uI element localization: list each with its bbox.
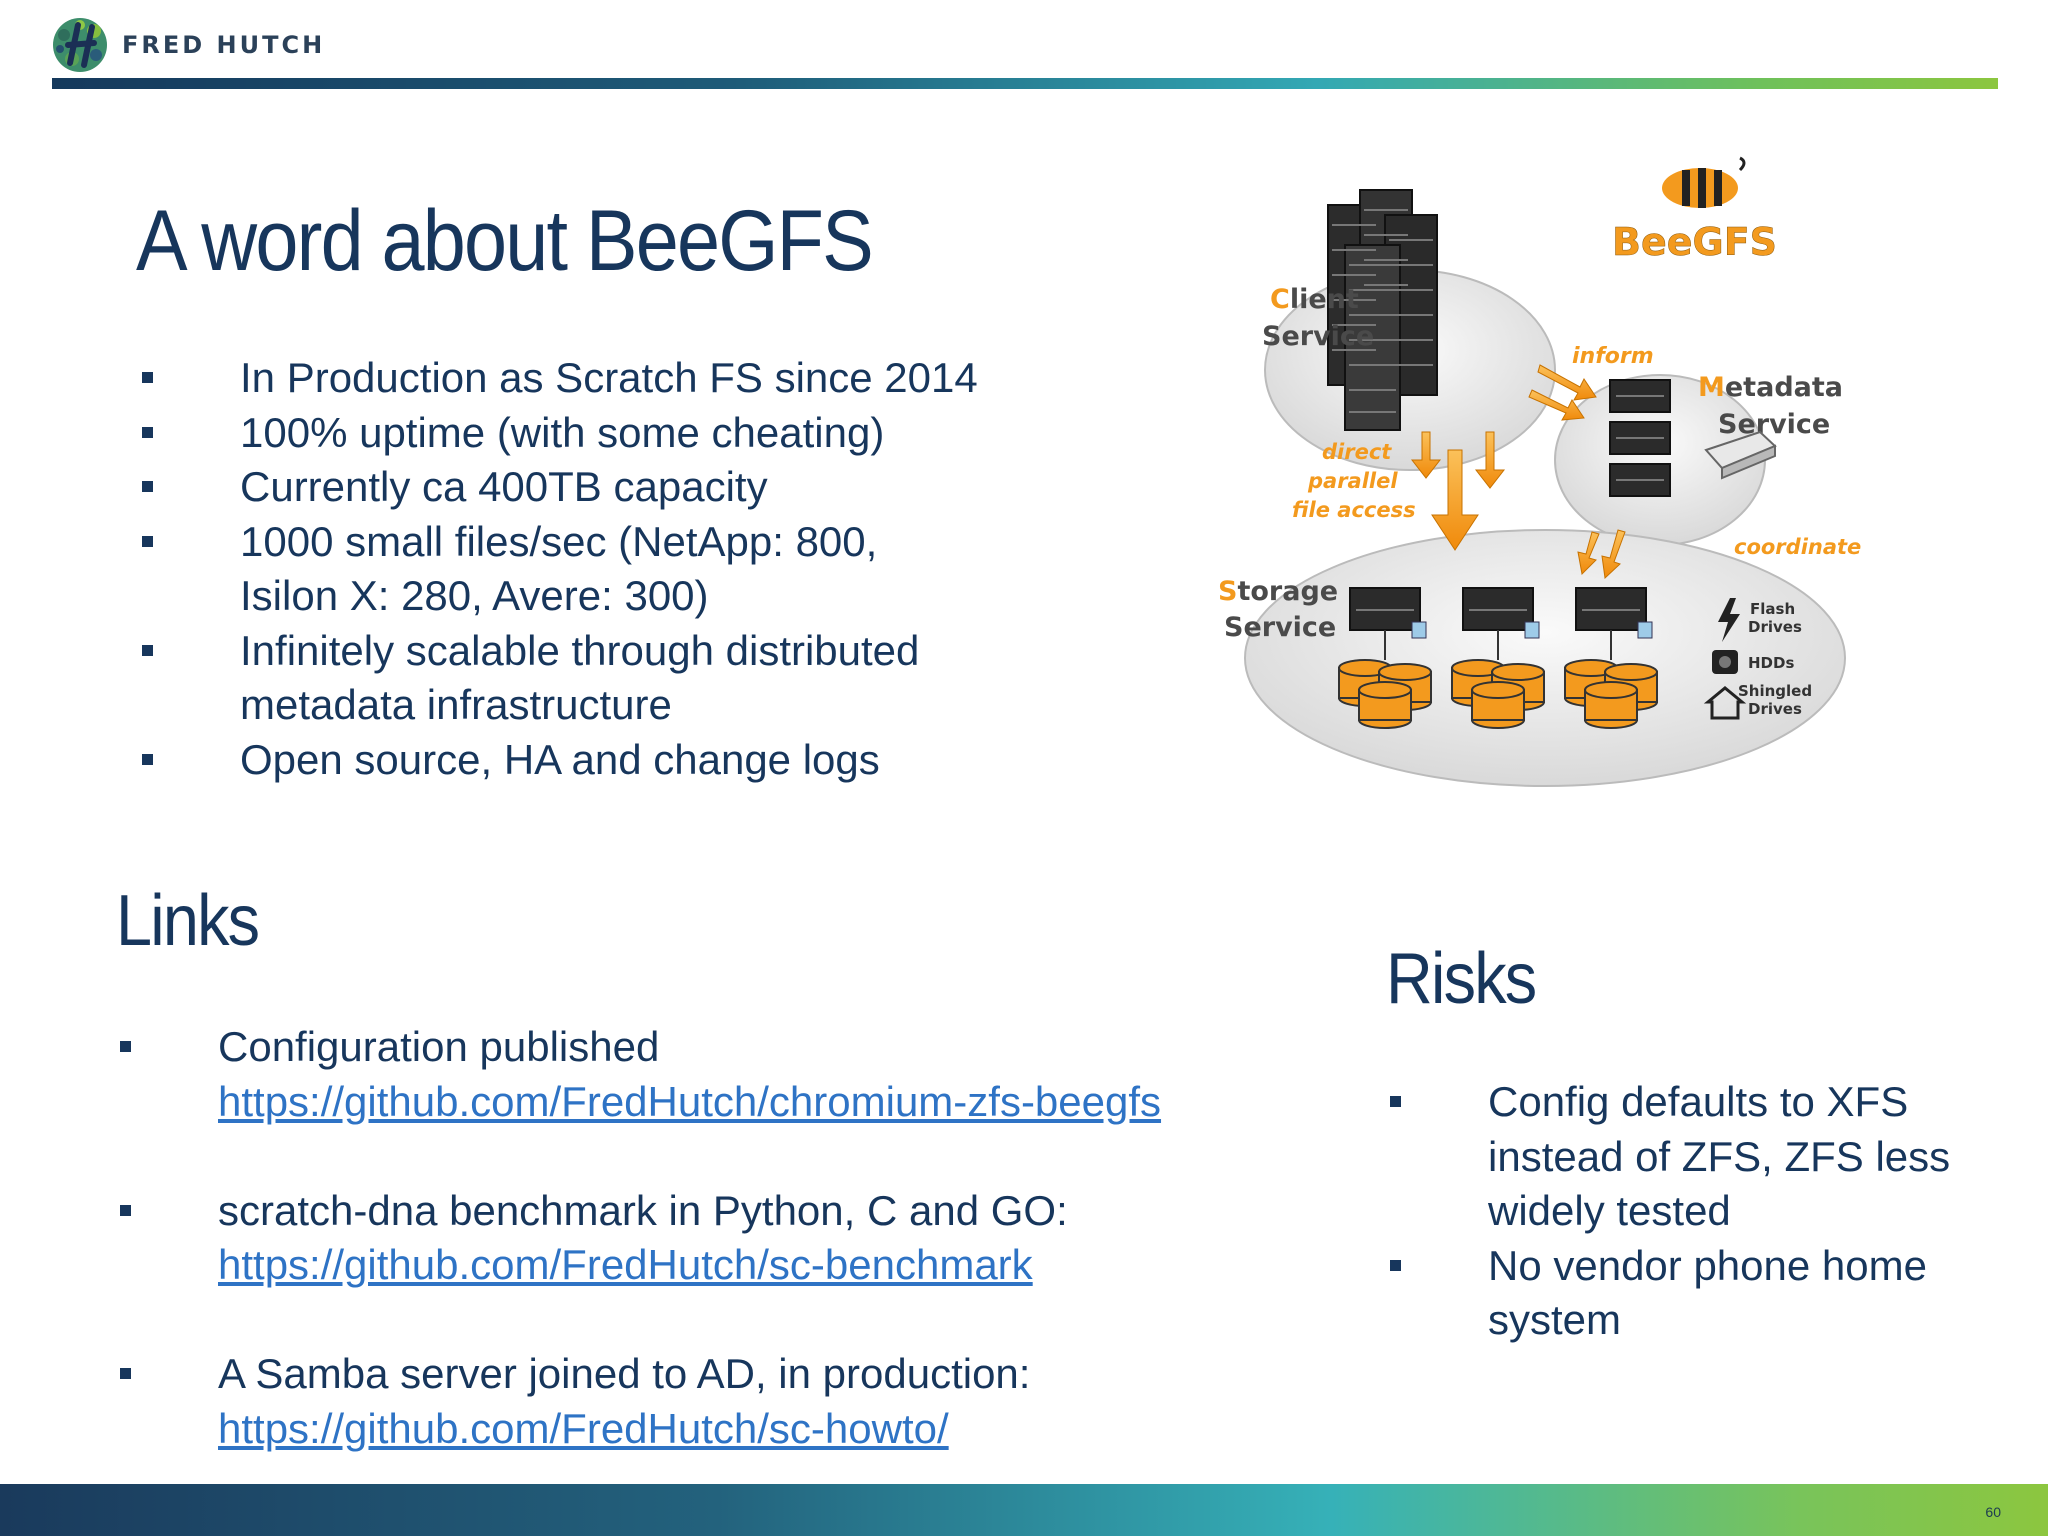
slide-title: A word about BeeGFS xyxy=(136,193,874,289)
storage-server-2 xyxy=(1451,587,1545,729)
beegfs-bee-icon xyxy=(1662,156,1746,208)
flash-drive-icon xyxy=(1718,598,1740,642)
shingled-drive-icon xyxy=(1703,686,1747,720)
link-chromium-zfs-beegfs[interactable]: https://github.com/FredHutch/chromium-zf… xyxy=(218,1077,1162,1125)
storage-server-3 xyxy=(1564,587,1658,729)
inform-arrow-1 xyxy=(1537,364,1597,401)
beegfs-brand-label: BeeGFS xyxy=(1612,220,1777,264)
flash-drives-label-line2: Drives xyxy=(1748,618,1802,636)
client-service-label: Client xyxy=(1270,284,1359,315)
feature-bullet: 1000 small files/sec (NetApp: 800, Isilo… xyxy=(142,515,880,624)
header-gradient-rule xyxy=(52,78,1998,89)
bullet-square-icon xyxy=(1390,1096,1401,1107)
link-item: scratch-dna benchmark in Python, C and G… xyxy=(120,1184,1320,1293)
link-sc-benchmark[interactable]: https://github.com/FredHutch/sc-benchmar… xyxy=(218,1241,1033,1288)
metadata-service-label-line2: Service xyxy=(1718,409,1830,440)
bullet-square-icon xyxy=(120,1368,131,1379)
direct-label: direct xyxy=(1322,440,1392,464)
link-item: A Samba server joined to AD, in producti… xyxy=(120,1347,1320,1456)
bullet-square-icon xyxy=(142,753,153,765)
storage-service-label: Storage xyxy=(1218,576,1338,607)
coordinate-label: coordinate xyxy=(1734,535,1861,559)
metadata-service-label: Metadata xyxy=(1698,372,1843,403)
bullet-square-icon xyxy=(120,1041,131,1052)
risk-item: No vendor phone home system xyxy=(1390,1239,1928,1348)
feature-bullet: Currently ca 400TB capacity xyxy=(142,460,1042,515)
inform-arrow-2 xyxy=(1528,389,1585,421)
risk-item: Config defaults to XFS instead of ZFS, Z… xyxy=(1390,1075,1988,1239)
flash-drives-label: Flash xyxy=(1750,600,1795,618)
metadata-servers xyxy=(1609,379,1777,497)
footer-gradient-bar xyxy=(0,1484,2048,1536)
feature-bullet: Open source, HA and change logs xyxy=(142,733,1042,788)
link-sc-howto[interactable]: https://github.com/FredHutch/sc-howto/ xyxy=(218,1404,949,1452)
coordinate-arrow-2 xyxy=(1601,529,1626,580)
beegfs-architecture-diagram: BeeGFS Client Service Metadata Service S… xyxy=(1218,156,1861,787)
hdds-label: HDDs xyxy=(1748,654,1794,672)
direct-arrow-right xyxy=(1474,431,1506,489)
bullet-square-icon xyxy=(120,1204,131,1216)
bullet-square-icon xyxy=(142,644,153,656)
bullet-square-icon xyxy=(142,535,153,547)
coordinate-arrow-1 xyxy=(1577,531,1600,576)
storage-service-label-line2: Service xyxy=(1224,612,1336,643)
storage-server-1 xyxy=(1338,587,1432,729)
client-service-label-line2: Service xyxy=(1262,321,1374,352)
fred-hutch-logo-icon xyxy=(53,18,107,72)
feature-bullet: Infinitely scalable through distributed … xyxy=(142,624,1100,733)
direct-arrow-center xyxy=(1431,449,1479,551)
bullet-square-icon xyxy=(142,372,153,383)
links-heading: Links xyxy=(116,881,260,961)
feature-bullet: 100% uptime (with some cheating) xyxy=(142,406,1042,461)
logo-text: FRED HUTCH xyxy=(122,31,326,59)
feature-bullet: In Production as Scratch FS since 2014 xyxy=(142,351,1042,406)
client-server-racks xyxy=(1327,189,1438,431)
bullet-square-icon xyxy=(142,481,153,492)
inform-label: inform xyxy=(1572,344,1654,369)
bullet-square-icon xyxy=(1390,1259,1401,1271)
risks-list: Config defaults to XFS instead of ZFS, Z… xyxy=(1390,1075,1990,1348)
file-access-label: file access xyxy=(1292,498,1416,522)
direct-arrow-left xyxy=(1410,431,1442,479)
fred-hutch-logo: FRED HUTCH xyxy=(50,14,325,76)
bullet-square-icon xyxy=(142,426,153,438)
shingled-drives-label: Shingled xyxy=(1738,682,1812,700)
feature-bullet-list: In Production as Scratch FS since 2014 1… xyxy=(142,351,1042,787)
shingled-drives-label-line2: Drives xyxy=(1748,700,1802,718)
data-flow-arrows xyxy=(1410,364,1626,580)
parallel-label: parallel xyxy=(1307,469,1398,493)
risks-heading: Risks xyxy=(1386,939,1537,1019)
page-number: 60 xyxy=(1985,1504,2001,1520)
